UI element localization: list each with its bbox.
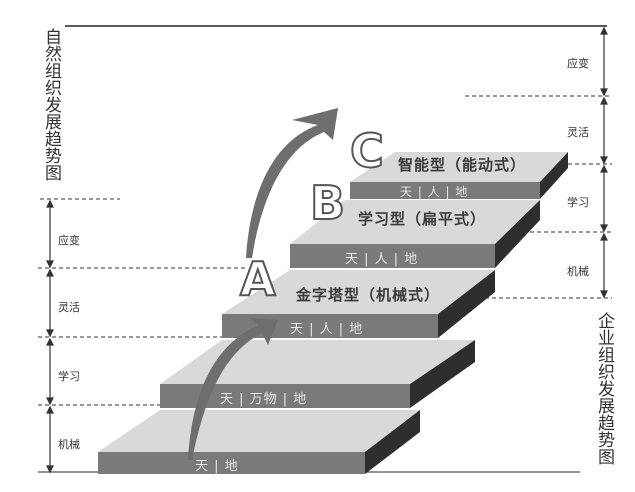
type-a-name: 金字塔型（机械式） [296, 286, 441, 304]
step-2-label: 天 | 万物 | 地 [220, 392, 308, 407]
step-1 [98, 410, 420, 474]
letter-b: B [309, 176, 346, 230]
left-scale-label-learning: 学习 [58, 370, 80, 383]
letter-a: A [239, 252, 277, 306]
type-b-name: 学习型（扁平式） [358, 210, 487, 228]
left-scale-label-flexible: 灵活 [58, 301, 80, 314]
right-scale-arrows [600, 26, 608, 299]
type-c-name: 智能型（能动式） [398, 156, 527, 174]
step-4-label: 天 | 人 | 地 [345, 252, 419, 267]
step-5-label: 天 | 人 | 地 [400, 185, 469, 199]
left-scale-label-mechanical: 机械 [58, 438, 80, 451]
small-growth-arrow [188, 318, 278, 460]
right-level-lines [465, 95, 612, 299]
left-scale-label-adapt: 应变 [58, 234, 80, 247]
step-3 [222, 270, 495, 338]
step-4 [290, 200, 540, 268]
right-scale-label-flexible: 灵活 [567, 126, 589, 139]
letter-c: C [349, 124, 385, 178]
step-5 [350, 152, 568, 199]
left-vertical-title: 自然组织发展趋势图 [41, 28, 61, 181]
large-growth-arrow [246, 108, 338, 258]
right-scale-label-mechanical: 机械 [567, 265, 589, 278]
step-1-label: 天 | 地 [195, 459, 239, 474]
right-vertical-title: 企业组织发展趋势图 [594, 312, 614, 465]
left-level-lines [38, 198, 245, 406]
step-3-label: 天 | 人 | 地 [290, 322, 364, 337]
right-scale-label-learning: 学习 [567, 196, 589, 209]
step-2 [160, 340, 475, 408]
right-scale-label-adapt: 应变 [567, 57, 589, 70]
left-scale-arrows [46, 199, 54, 474]
